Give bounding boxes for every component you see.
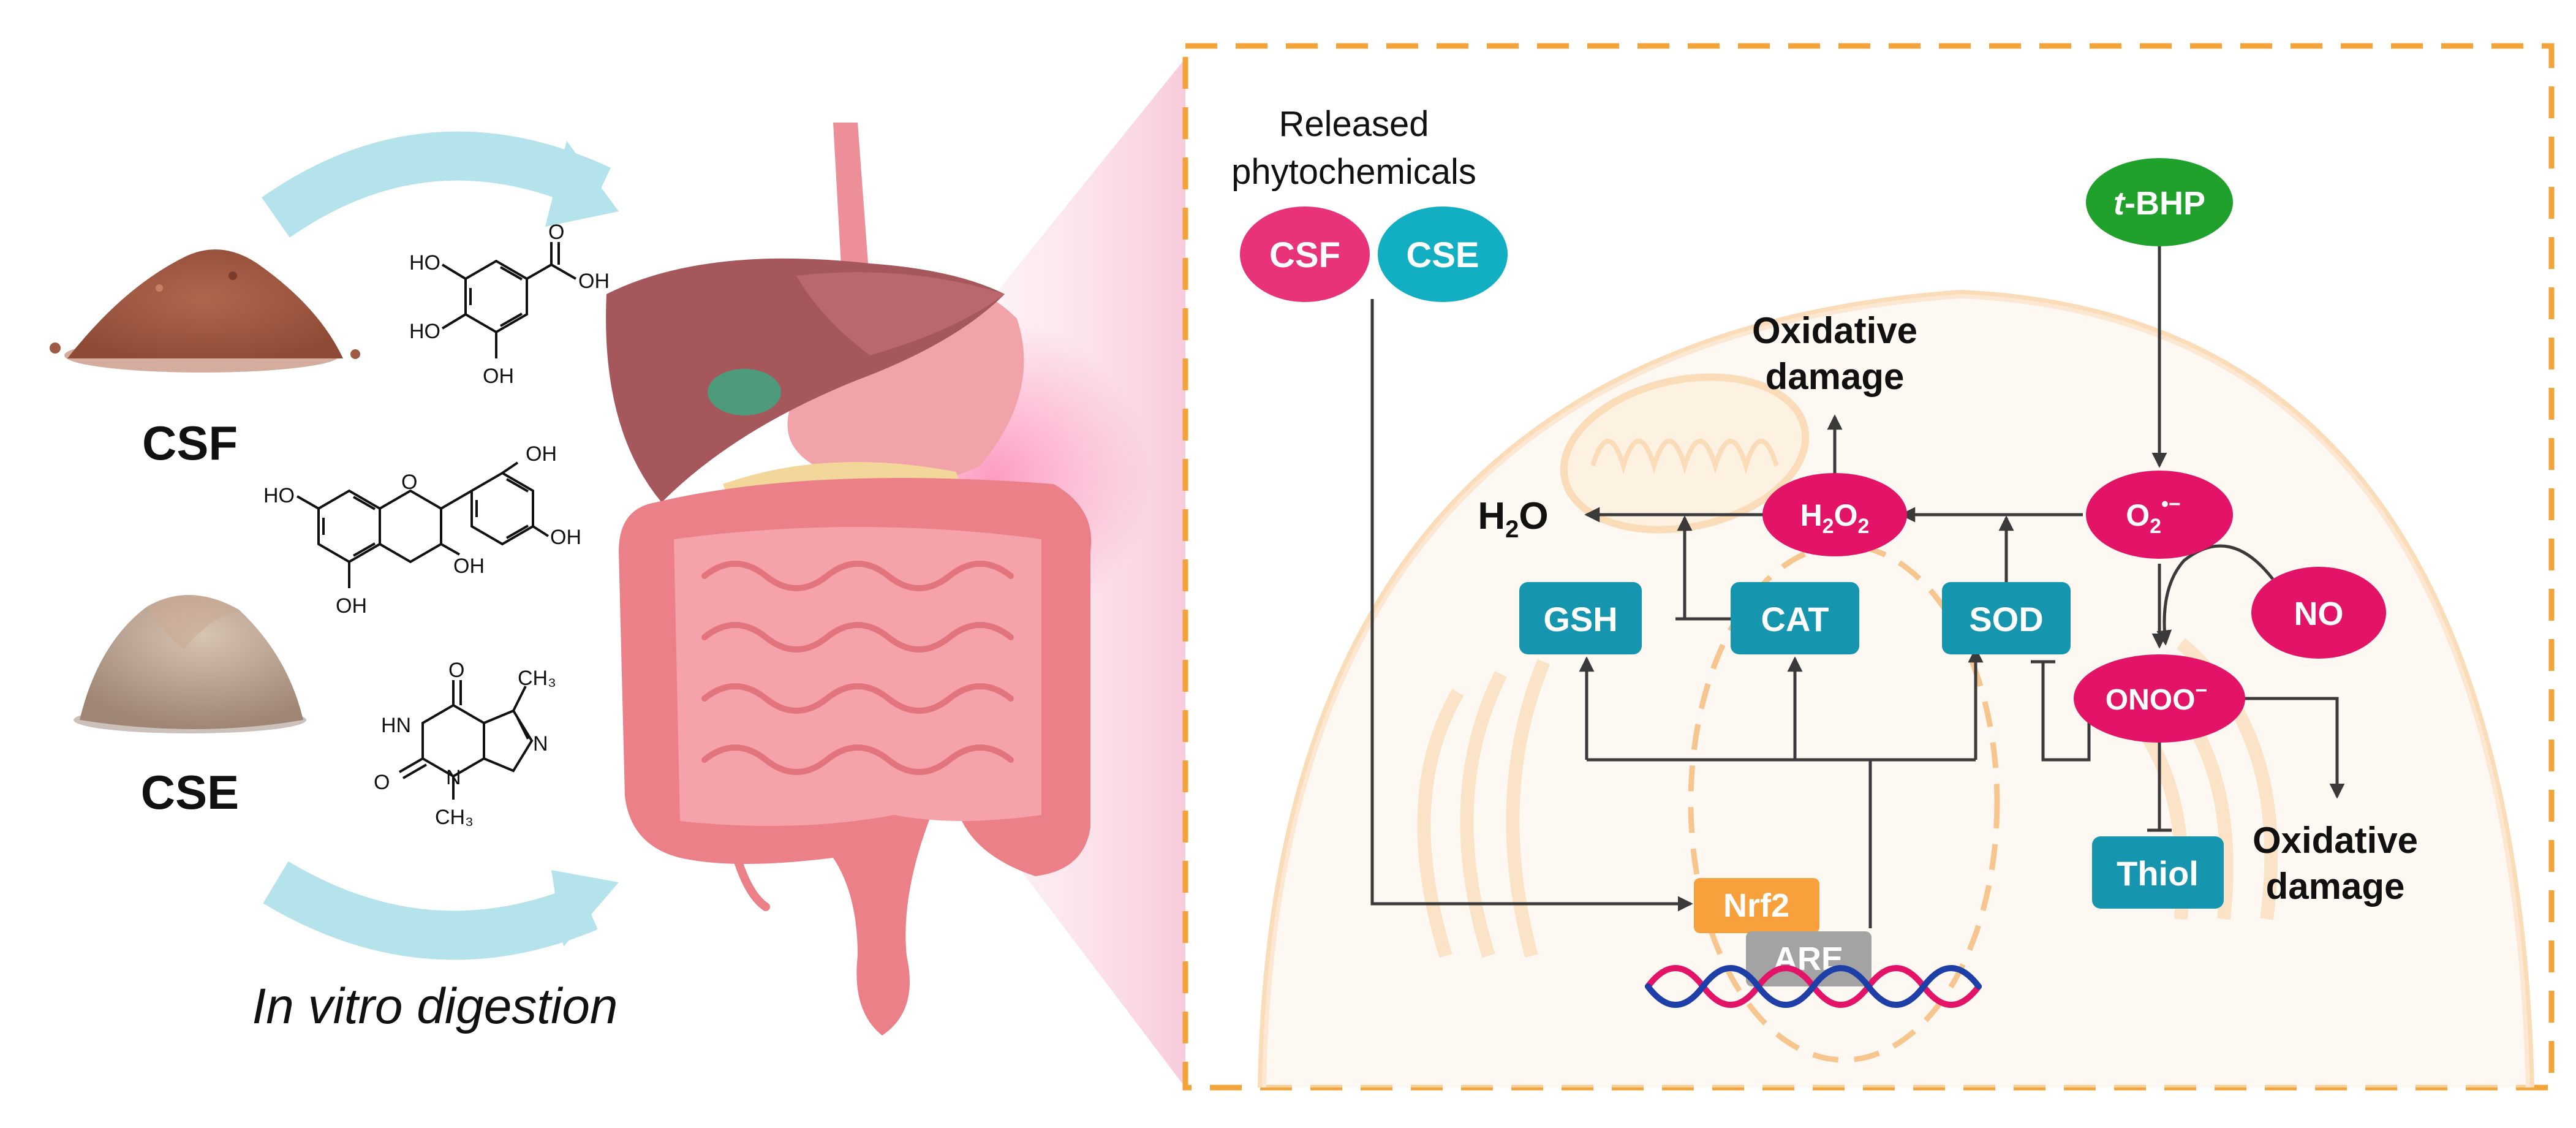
s3-ch3-top: CH₃ (518, 667, 556, 690)
s2-oh-right: OH (550, 526, 581, 549)
cse-node-label: CSE (1406, 235, 1479, 275)
h2o2-sub1: 2 (1822, 515, 1834, 538)
mitochondrion-icon (1560, 373, 1810, 534)
catechin-labels: HO O OH OH OH OH (263, 442, 581, 618)
onoo-main: ONOO (2106, 684, 2196, 716)
h2o2-o: O (1834, 498, 1858, 532)
nrf2-box: Nrf2 (1694, 878, 1819, 933)
csf-node-label: CSF (1269, 235, 1340, 275)
dna-helix-icon (1645, 965, 1982, 1008)
s1-o: O (548, 221, 564, 244)
s3-o-top: O (448, 659, 464, 682)
in-vitro-digestion-label: In vitro digestion (252, 978, 618, 1034)
catechin-structure (297, 461, 550, 588)
s1-ho-mid: HO (409, 320, 440, 343)
peroxynitrite-node: ONOO− (2074, 654, 2245, 743)
sod-box: SOD (1942, 582, 2071, 654)
no-node: NO (2251, 567, 2386, 659)
h2o-sub: 2 (1505, 516, 1519, 543)
s3-hn: HN (381, 714, 411, 737)
s3-n-bottom: N (446, 766, 461, 789)
tbhp-rest: -BHP (2125, 185, 2205, 222)
o2-o: O (2126, 498, 2150, 532)
csf-node: CSF (1240, 206, 1370, 302)
curved-arrow-bottom (263, 861, 619, 960)
superoxide-node: O2•− (2086, 471, 2233, 559)
nrf2-label: Nrf2 (1723, 887, 1789, 924)
left-panel: CSF CSE O OH HO HO OH (50, 131, 619, 1034)
s1-oh-acid: OH (578, 270, 610, 293)
s3-o-left: O (374, 771, 390, 794)
s1-ho-top: HO (409, 251, 440, 274)
h2o2-label: H2O2 (1800, 498, 1870, 538)
s2-oh-c3: OH (453, 555, 485, 578)
onoo-label: ONOO− (2106, 679, 2208, 716)
s2-oh-bottom: OH (336, 594, 367, 618)
cse-powder-pile-icon (74, 595, 306, 733)
mechanism-panel: Released phytochemicals CSF CSE t-BHP Ox… (1182, 43, 2555, 1091)
curved-arrow-top (262, 131, 619, 238)
oxidative-damage-right-line2: damage (2266, 866, 2405, 907)
no-node-label: NO (2294, 596, 2344, 632)
oxidative-damage-top-line1: Oxidative (1752, 310, 1917, 351)
cse-node: CSE (1378, 206, 1508, 302)
tbhp-label: t-BHP (2113, 185, 2205, 222)
s2-ho-left: HO (263, 484, 295, 507)
s3-n-ring: N (533, 732, 548, 755)
csf-powder-pile-icon (50, 249, 360, 373)
cse-label: CSE (141, 765, 239, 819)
oxidative-damage-top-line2: damage (1766, 356, 1905, 397)
cat-box: CAT (1731, 582, 1859, 654)
gsh-box: GSH (1519, 582, 1642, 654)
csf-label: CSF (142, 416, 238, 470)
oxidative-damage-right-line1: Oxidative (2253, 820, 2418, 861)
h2o-h: H (1478, 495, 1505, 537)
thiol-box: Thiol (2092, 836, 2224, 909)
thiol-label: Thiol (2117, 854, 2199, 893)
s2-oh-top: OH (526, 442, 557, 466)
released-label-line1: Released (1279, 104, 1429, 144)
caffeine-labels: O CH₃ HN N O N CH₃ (374, 659, 556, 829)
sod-label: SOD (1969, 600, 2043, 638)
digestive-system-illustration (606, 58, 1185, 1088)
h2o2-node: H2O2 (1762, 473, 1907, 556)
h2o-o: O (1519, 495, 1548, 537)
h2o2-sub2: 2 (1858, 515, 1870, 538)
connector-lines (1370, 236, 2345, 928)
gallic-acid-structure (441, 242, 576, 358)
caffeine-structure (398, 680, 534, 800)
tbhp-italic: t (2113, 185, 2126, 222)
o2-sup: •− (2161, 493, 2181, 516)
h2o-label: H2O (1478, 495, 1548, 543)
intestine-folds (701, 561, 1014, 775)
tbhp-node: t-BHP (2086, 158, 2233, 246)
o2-sub: 2 (2150, 515, 2161, 538)
superoxide-label: O2•− (2126, 493, 2181, 538)
gsh-label: GSH (1543, 600, 1617, 638)
h2o2-h: H (1800, 498, 1822, 532)
s3-ch3-bottom: CH₃ (435, 806, 474, 829)
gallic-acid-labels: O OH HO HO OH (409, 221, 610, 388)
s2-o-ring: O (401, 471, 417, 494)
onoo-sup: − (2195, 679, 2207, 702)
s1-oh-bottom: OH (483, 365, 514, 388)
released-label-line2: phytochemicals (1231, 152, 1476, 192)
cat-label: CAT (1761, 600, 1829, 638)
